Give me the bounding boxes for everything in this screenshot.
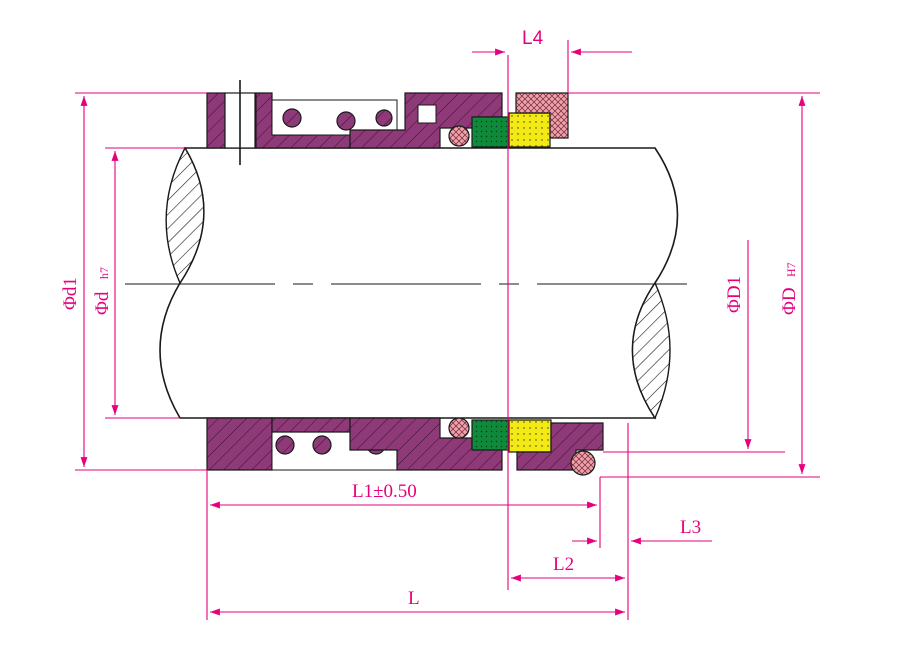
- lower-collar: [206, 417, 273, 471]
- dimensions: [75, 40, 820, 620]
- shaft: [125, 146, 690, 420]
- lower-rotating-face: [471, 419, 509, 451]
- label-d1: Φd1: [60, 277, 81, 310]
- spring-coil-icon: [312, 435, 332, 455]
- label-L3: L3: [680, 517, 701, 538]
- upper-stationary-face: [508, 112, 551, 148]
- label-L: L: [408, 588, 420, 609]
- label-L4: L4: [522, 28, 544, 49]
- spring-coil-icon: [275, 435, 295, 455]
- upper-collar: [206, 92, 226, 149]
- label-dh7: Φd: [92, 291, 113, 315]
- lower-stationary-face: [508, 419, 552, 453]
- label-D1: ΦD1: [724, 276, 745, 313]
- shaft-outline: [159, 147, 679, 419]
- lower-seal-assembly: [206, 417, 604, 476]
- shaft-break-left-hatch: [165, 146, 205, 285]
- label-L2: L2: [553, 554, 574, 575]
- label-DH7-sub: H7: [784, 262, 798, 277]
- label-dh7-sub: h7: [97, 267, 111, 279]
- label-L1: L1±0.50: [352, 481, 417, 502]
- upper-sleeve-notch: [417, 104, 437, 124]
- label-DH7: ΦD: [779, 287, 800, 315]
- spring-coil-icon: [282, 108, 302, 128]
- lower-retainer-top: [271, 417, 351, 433]
- lower-seat-oring: [570, 450, 596, 476]
- spring-coil-icon: [375, 109, 393, 127]
- upper-rotating-face: [471, 116, 509, 148]
- lower-oring: [448, 417, 470, 439]
- shaft-break-right-hatch: [631, 281, 671, 420]
- upper-seal-assembly: [206, 80, 569, 165]
- upper-oring: [448, 125, 470, 147]
- spring-coil-icon: [336, 111, 356, 131]
